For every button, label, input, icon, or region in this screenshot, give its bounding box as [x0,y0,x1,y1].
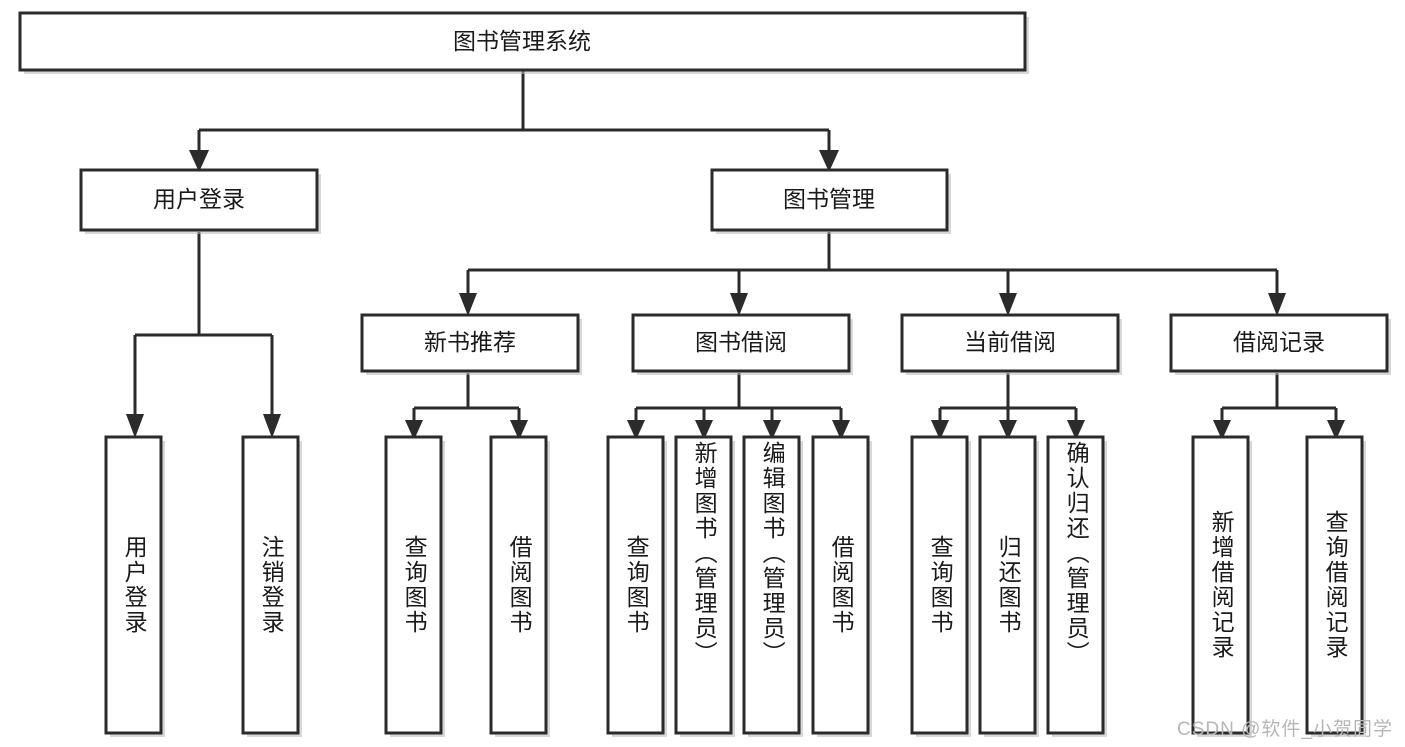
node-borrow-record-label: 借阅记录 [1233,329,1325,355]
arrowhead-layer [126,150,1345,440]
arrowhead-leaf-add-book-admin [695,420,713,440]
leaf-confirm-return-admin-box[interactable] [1046,435,1105,735]
node-book-borrow-box[interactable] [631,313,851,373]
arrowhead-new-book-recommend [459,293,477,316]
node-layer: 图书管理系统 用户登录 图书管理 新书推荐 图书借阅 当前借阅 [18,11,1391,737]
node-new-book-recommend-box[interactable] [360,313,580,373]
arrowhead-borrow-record [1268,293,1286,316]
arrowhead-book-borrow [730,293,748,316]
leaf-query-book-3-box[interactable] [910,435,969,735]
leaf-logout-login-box[interactable] [241,435,300,735]
arrowhead-leaf-query-book-3 [931,420,949,440]
root-node-box[interactable] [18,11,1027,72]
arrowhead-leaf-confirm-return-admin [1067,420,1085,440]
leaf-borrow-book-2-box[interactable] [811,435,870,735]
arrowhead-user-login [189,150,209,172]
leaf-user-login-box[interactable] [104,435,163,735]
arrowhead-leaf-query-borrow-record [1327,420,1345,440]
arrowhead-book-management [819,150,839,172]
arrowhead-leaf-add-borrow-record [1213,420,1231,440]
arrowhead-leaf-query-book-2 [627,420,645,440]
arrowhead-leaf-edit-book-admin [763,420,781,440]
node-book-borrow-label: 图书借阅 [695,329,787,355]
node-book-management-box[interactable] [710,168,949,232]
node-new-book-recommend-label: 新书推荐 [424,329,516,355]
leaf-query-borrow-record-box[interactable] [1305,435,1364,735]
node-borrow-record-box[interactable] [1169,313,1389,373]
root-node-label: 图书管理系统 [453,28,591,54]
leaf-add-borrow-record-box[interactable] [1191,435,1250,735]
leaf-query-book-2-box[interactable] [606,435,665,735]
node-user-login-box[interactable] [79,168,319,232]
arrowhead-leaf-borrow-book-2 [832,420,850,440]
arrowhead-leaf-query-book-1 [405,420,423,440]
leaf-add-book-admin-box[interactable] [674,435,733,735]
node-user-login-label: 用户登录 [153,186,245,212]
csdn-watermark: CSDN @软件_小贺同学 [1177,719,1393,740]
arrowhead-current-borrow [999,293,1017,316]
arrowhead-leaf-borrow-book-1 [510,420,528,440]
arrowhead-leaf-user-login [126,414,144,438]
leaf-borrow-book-1-box[interactable] [489,435,548,735]
node-book-management-label: 图书管理 [783,186,875,212]
arrowhead-leaf-logout-login [263,414,281,438]
node-current-borrow-box[interactable] [900,313,1120,373]
node-current-borrow-label: 当前借阅 [964,329,1056,355]
leaf-edit-book-admin-box[interactable] [742,435,801,735]
leaf-return-book-box[interactable] [978,435,1037,735]
leaf-query-book-1-box[interactable] [384,435,443,735]
arrowhead-leaf-return-book [999,420,1017,440]
